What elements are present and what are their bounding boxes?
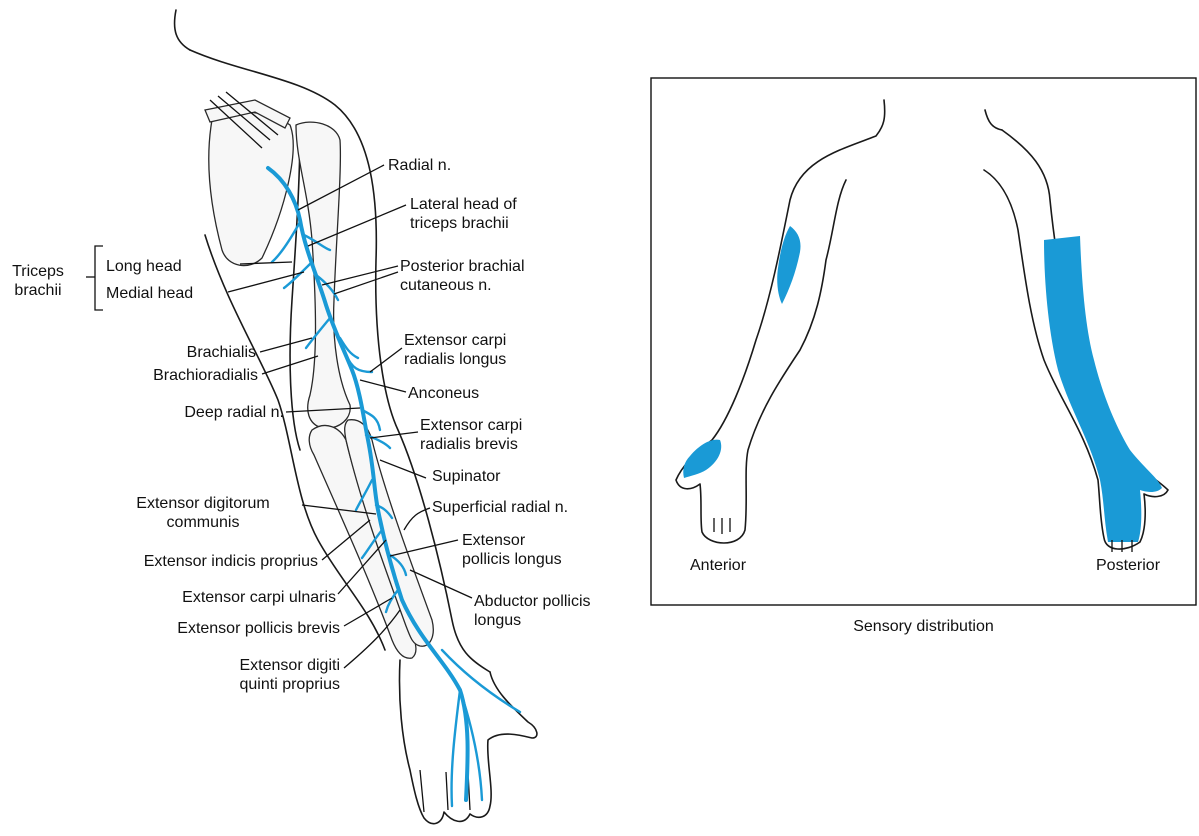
ecr-longus-label: Extensor carpi radialis longus — [404, 331, 506, 369]
ecr-brevis-label: Extensor carpi radialis brevis — [420, 416, 522, 454]
lateral-head-label: Lateral head of triceps brachii — [410, 195, 517, 233]
epl-label: Extensor pollicis longus — [462, 531, 562, 569]
ext-digitorum-label: Extensor digitorum communis — [110, 494, 296, 532]
anconeus-label: Anconeus — [408, 384, 479, 403]
anterior-arm — [676, 100, 1002, 543]
posterior-arm — [984, 130, 1168, 552]
ecu-label: Extensor carpi ulnaris — [100, 588, 336, 607]
long-head-label: Long head — [106, 257, 182, 276]
sensory-caption: Sensory distribution — [651, 617, 1196, 636]
posterior-label: Posterior — [1096, 556, 1160, 575]
scapula — [209, 112, 293, 265]
superficial-radial-label: Superficial radial n. — [432, 498, 568, 517]
lateral-arm-outline — [290, 130, 300, 450]
triceps-brachii-label: Triceps brachii — [8, 262, 68, 300]
neck-outline — [175, 10, 190, 50]
radial-nerve-label: Radial n. — [388, 156, 451, 175]
edqp-label: Extensor digiti quinti proprius — [180, 656, 340, 694]
humerus — [296, 122, 350, 428]
posterior-brachial-label: Posterior brachial cutaneous n. — [400, 257, 525, 295]
brachialis-label: Brachialis — [120, 343, 256, 362]
apl-label: Abductor pollicis longus — [474, 592, 591, 630]
ext-indicis-label: Extensor indicis proprius — [60, 552, 318, 571]
anterior-sensory-zone — [777, 226, 800, 304]
medial-head-label: Medial head — [106, 284, 193, 303]
brachioradialis-label: Brachioradialis — [100, 366, 258, 385]
epb-label: Extensor pollicis brevis — [100, 619, 340, 638]
triceps-bracket — [86, 246, 103, 310]
anterior-label: Anterior — [690, 556, 746, 575]
deep-radial-label: Deep radial n. — [120, 403, 284, 422]
supinator-label: Supinator — [432, 467, 501, 486]
